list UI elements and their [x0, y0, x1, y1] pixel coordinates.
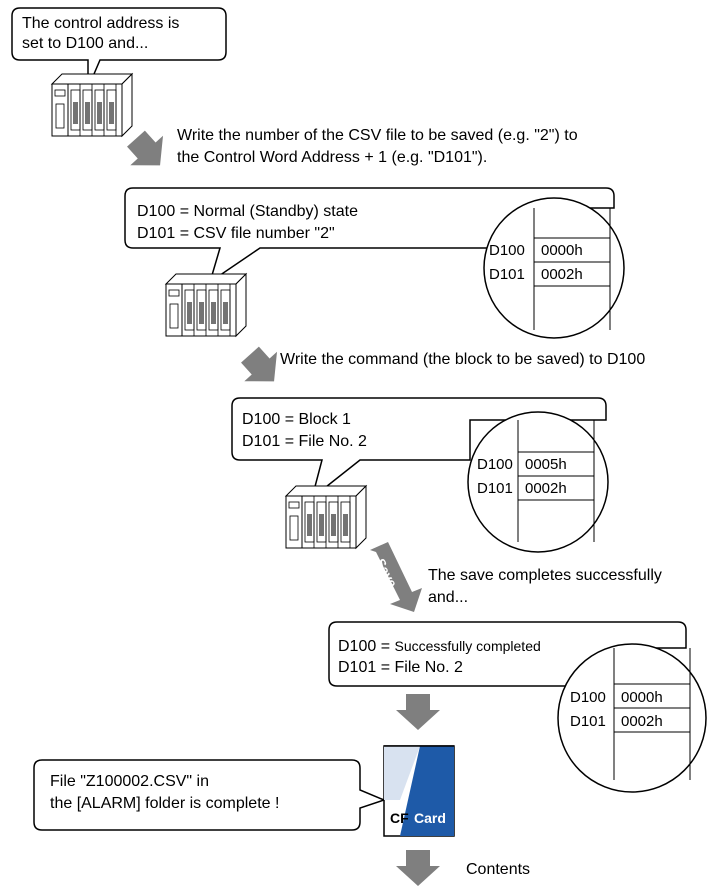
step4-bubble-status: Successfully completed: [394, 638, 541, 654]
register-value: 0000h: [541, 242, 583, 259]
step4-bubble-line2: D101 = File No. 2: [338, 659, 463, 676]
step1-bubble-line2: set to D100 and...: [22, 35, 149, 52]
step3-register-magnifier: [467, 411, 609, 553]
step2-bubble-line1: D100 = Normal (Standby) state: [137, 203, 358, 220]
register-name: D100: [570, 689, 606, 706]
step4-bubble-prefix: D100 =: [338, 638, 395, 655]
step2-instruction: Write the command (the block to be saved…: [280, 351, 646, 368]
plc-icon: [285, 485, 367, 549]
step1-bubble-line1: The control address is: [22, 15, 180, 32]
register-name: D101: [570, 713, 606, 730]
step5-speech-bubble: [33, 759, 387, 831]
step5-bubble-line2: the [ALARM] folder is complete !: [50, 795, 280, 812]
plc-icon: [51, 73, 133, 137]
save-arrow: [370, 542, 422, 612]
step3-instruction-line1: The save completes successfully: [428, 567, 662, 584]
step1-down-arrow: [127, 130, 164, 166]
step4-register-magnifier: [557, 643, 707, 793]
register-value: 0002h: [525, 480, 567, 497]
step5-bubble-line1: File "Z100002.CSV" in: [50, 773, 209, 790]
step2-register-magnifier: [483, 197, 625, 339]
step2-bubble-line2: D101 = CSV file number "2": [137, 225, 335, 242]
step3-bubble-line2: D101 = File No. 2: [242, 433, 367, 450]
card-label-card: Card: [414, 810, 446, 826]
register-value: 0000h: [621, 689, 663, 706]
plc-icon: [165, 273, 247, 337]
register-name: D101: [477, 480, 513, 497]
register-value: 0005h: [525, 456, 567, 473]
step2-speech-bubble: [124, 187, 615, 284]
register-value: 0002h: [621, 713, 663, 730]
register-value: 0002h: [541, 266, 583, 283]
step2-down-arrow: [241, 346, 278, 382]
step4-bubble-line1: D100 = Successfully completed: [338, 636, 541, 657]
register-name: D100: [477, 456, 513, 473]
contents-label: Contents: [466, 861, 531, 878]
register-name: D101: [489, 266, 525, 283]
cf-card-icon: [383, 745, 455, 837]
card-label-cf: CF: [390, 810, 409, 826]
step1-instruction-line2: the Control Word Address + 1 (e.g. "D101…: [177, 149, 488, 166]
step4-down-arrow: [396, 694, 440, 730]
step3-speech-bubble: [231, 397, 607, 500]
step1-instruction-line1: Write the number of the CSV file to be s…: [177, 127, 578, 144]
register-name: D100: [489, 242, 525, 259]
step3-instruction-line2: and...: [428, 589, 469, 606]
step3-bubble-line1: D100 = Block 1: [242, 411, 351, 428]
step5-down-arrow: [396, 850, 440, 886]
